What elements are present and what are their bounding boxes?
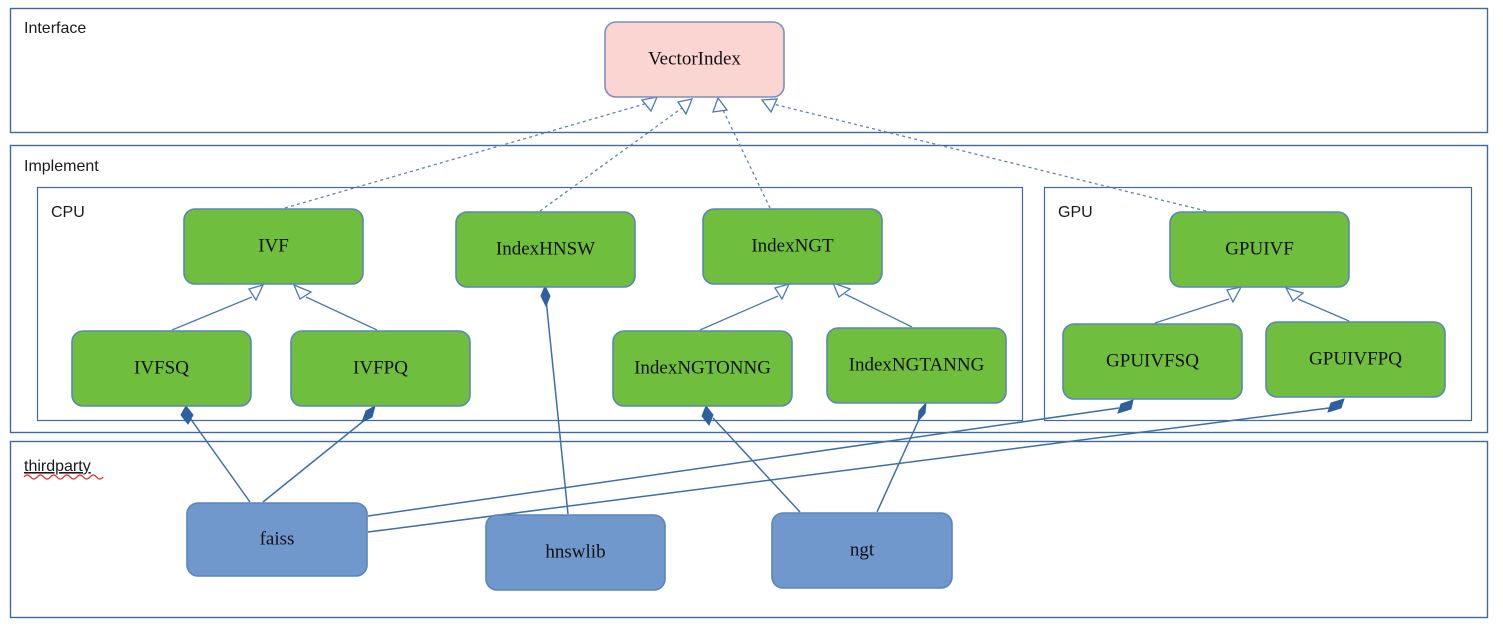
node-ivfpq-label: IVFPQ <box>353 357 408 378</box>
edge-indexhnsw-to-vectorindex <box>539 98 694 212</box>
node-ivfsq-label: IVFSQ <box>134 357 189 378</box>
group-thirdparty-label: thirdparty <box>24 458 91 475</box>
edge-indexngtanng-to-indexngt <box>831 281 913 328</box>
node-gpuivfsq-label: GPUIVFSQ <box>1106 350 1199 371</box>
node-hnswlib-label: hnswlib <box>545 541 605 562</box>
edge-gpuivfsq-to-gpuivf <box>1154 286 1243 324</box>
node-vectorindex-label: VectorIndex <box>648 48 741 69</box>
node-ivf[interactable]: IVF <box>183 208 364 285</box>
edge-faiss-to-gpuivfsq <box>367 399 1134 517</box>
edge-faiss-to-ivfsq <box>180 405 251 503</box>
node-gpuivfpq[interactable]: GPUIVFPQ <box>1265 321 1446 398</box>
node-indexngtanng-label: IndexNGTANNG <box>849 354 985 375</box>
node-indexngt-label: IndexNGT <box>751 235 834 256</box>
node-gpuivfpq-rect[interactable] <box>1265 321 1446 398</box>
node-ngt[interactable]: ngt <box>771 512 953 589</box>
node-indexngt-rect[interactable] <box>702 208 883 285</box>
node-hnswlib-rect[interactable] <box>485 514 666 591</box>
node-ivfsq-rect[interactable] <box>71 330 252 407</box>
edge-ivfpq-to-ivf <box>292 283 378 331</box>
node-indexngtanng[interactable]: IndexNGTANNG <box>826 327 1007 404</box>
group-gpu-label: GPU <box>1058 204 1093 221</box>
node-ivfpq[interactable]: IVFPQ <box>290 330 471 407</box>
edge-faiss-to-gpuivfpq <box>367 398 1345 533</box>
node-gpuivf-label: GPUIVF <box>1225 238 1294 259</box>
node-indexhnsw-rect[interactable] <box>455 211 636 288</box>
node-gpuivf-rect[interactable] <box>1169 211 1350 288</box>
node-gpuivfsq-rect[interactable] <box>1062 323 1243 400</box>
node-ngt-rect[interactable] <box>771 512 953 589</box>
node-ivfsq[interactable]: IVFSQ <box>71 330 252 407</box>
node-faiss-label: faiss <box>260 528 295 549</box>
node-indexhnsw[interactable]: IndexHNSW <box>455 211 636 288</box>
node-hnswlib[interactable]: hnswlib <box>485 514 666 591</box>
node-gpuivfpq-label: GPUIVFPQ <box>1309 348 1402 369</box>
node-gpuivfsq[interactable]: GPUIVFSQ <box>1062 323 1243 400</box>
node-indexngtanng-rect[interactable] <box>826 327 1007 404</box>
spellcheck-squiggle-icon <box>23 474 104 480</box>
edge-ivfsq-to-ivf <box>171 283 265 331</box>
edge-hnswlib-to-indexhnsw <box>540 284 569 515</box>
edge-indexngt-to-vectorindex <box>712 96 771 209</box>
node-ivfpq-rect[interactable] <box>290 330 471 407</box>
node-ivf-label: IVF <box>258 235 289 256</box>
group-interface-label: Interface <box>24 20 86 37</box>
edge-ngt-to-indexngtonng <box>701 405 801 513</box>
node-indexngtonng-rect[interactable] <box>612 330 793 407</box>
edge-ngt-to-indexngtanng <box>876 401 927 513</box>
node-ngt-label: ngt <box>850 539 875 560</box>
group-implement-label: Implement <box>24 158 99 175</box>
edge-gpuivf-to-vectorindex <box>760 98 1207 212</box>
node-indexhnsw-label: IndexHNSW <box>496 238 595 259</box>
node-vectorindex-rect[interactable] <box>604 21 785 98</box>
edge-faiss-to-ivfpq <box>262 404 376 503</box>
edge-ivf-to-vectorindex <box>284 96 659 209</box>
node-ivf-rect[interactable] <box>183 208 364 285</box>
edge-gpuivfpq-to-gpuivf <box>1284 286 1350 322</box>
group-cpu-label: CPU <box>51 204 85 221</box>
node-faiss-rect[interactable] <box>186 502 368 577</box>
edge-indexngtonng-to-indexngt <box>699 282 791 331</box>
node-gpuivf[interactable]: GPUIVF <box>1169 211 1350 288</box>
node-vectorindex[interactable]: VectorIndex <box>604 21 785 98</box>
node-indexngtonng[interactable]: IndexNGTONNG <box>612 330 793 407</box>
node-faiss[interactable]: faiss <box>186 502 368 577</box>
node-indexngt[interactable]: IndexNGT <box>702 208 883 285</box>
node-indexngtonng-label: IndexNGTONNG <box>634 357 771 378</box>
